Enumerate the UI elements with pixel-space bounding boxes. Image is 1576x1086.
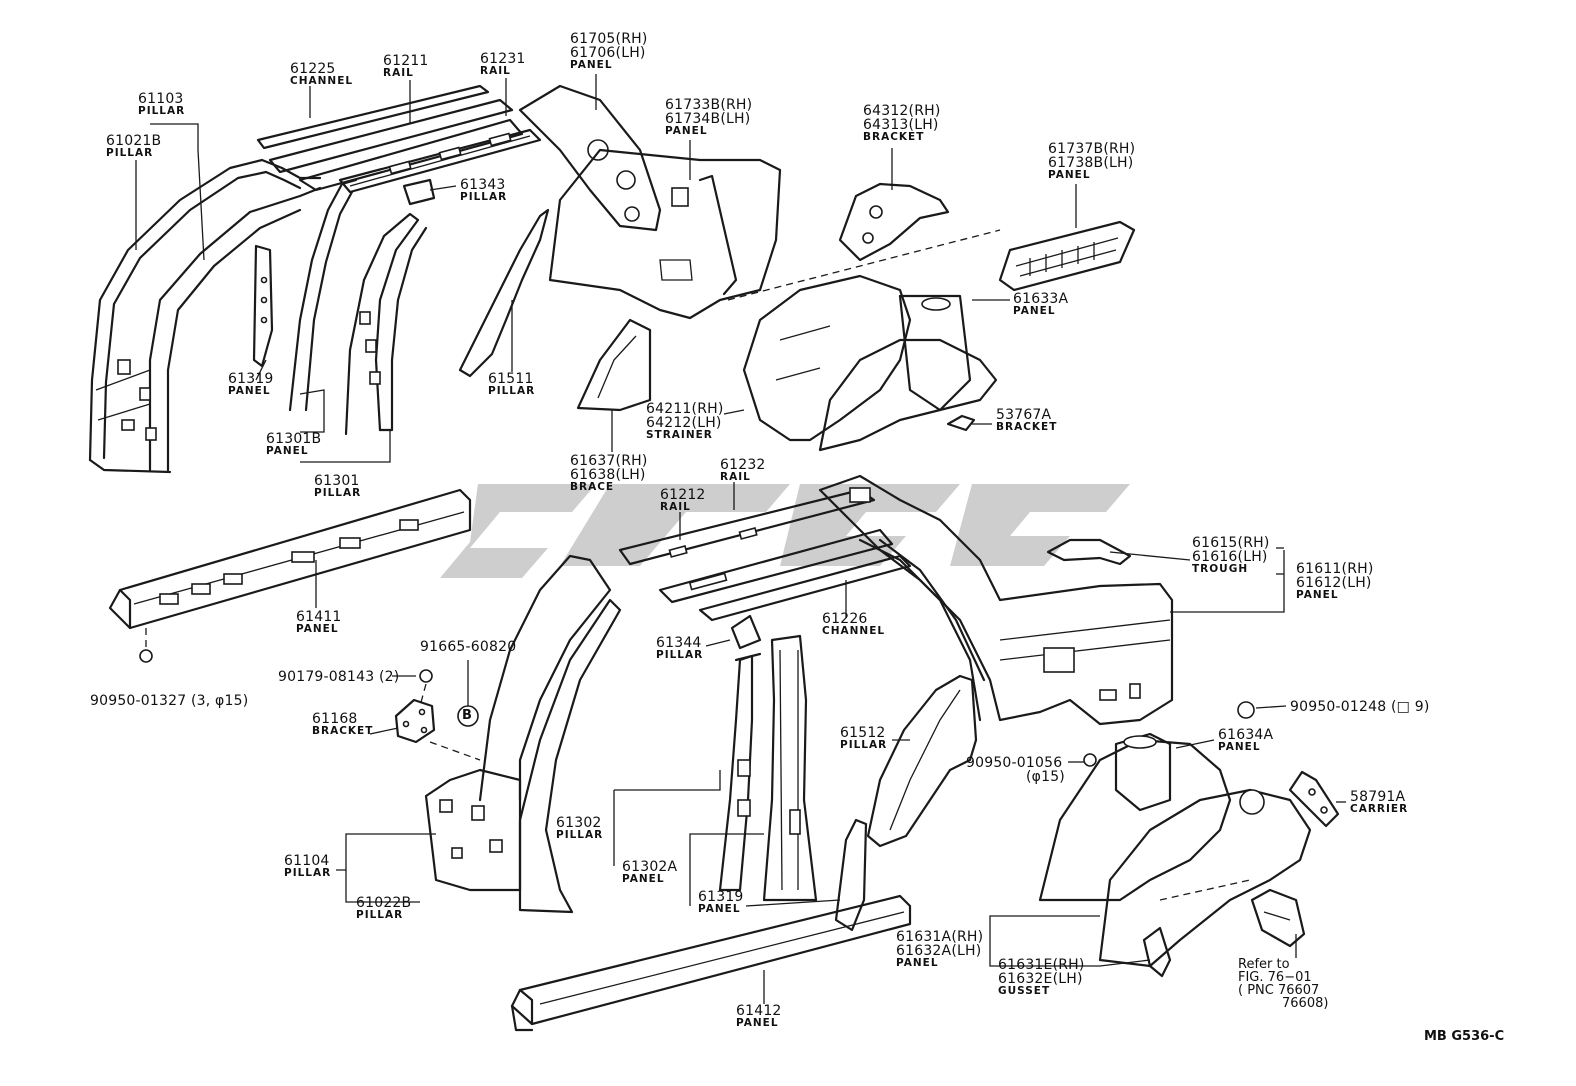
roof-rails-lower bbox=[618, 488, 912, 622]
pillar-61512-shape bbox=[866, 674, 978, 848]
front-pillar-upper bbox=[88, 158, 322, 474]
label-61705-61706: 61705(RH)61706(LH)PANEL bbox=[570, 31, 648, 71]
label-61611-61612: 61611(RH)61612(LH)PANEL bbox=[1296, 561, 1374, 601]
brace-61637-shape bbox=[576, 318, 652, 412]
rocker-panel-61412 bbox=[510, 894, 912, 1032]
label-61733b-61734b: 61733B(RH)61734B(LH)PANEL bbox=[665, 97, 753, 137]
label-61737b-61738b: 61737B(RH)61738B(LH)PANEL bbox=[1048, 141, 1136, 181]
center-pillar-upper bbox=[252, 178, 436, 436]
front-pillar-lower bbox=[424, 554, 622, 914]
gusset-61631e-shape bbox=[1142, 926, 1172, 978]
carrier-58791a-shape bbox=[1288, 770, 1340, 828]
label-90950-01327: 90950-01327 (3, φ15) bbox=[90, 693, 249, 709]
bolt-symbol-label: B bbox=[462, 708, 472, 723]
diagram-code: MB G536-C bbox=[1424, 1029, 1505, 1044]
label-64312-64313: 64312(RH)64313(LH)BRACKET bbox=[863, 103, 941, 143]
quarter-upper bbox=[458, 84, 782, 378]
wheelhouse-lower bbox=[1038, 732, 1312, 968]
label-64211-64212: 64211(RH)64212(LH)STRAINER bbox=[646, 401, 724, 441]
roof-rails-upper bbox=[256, 84, 542, 194]
bracket-61168-shape bbox=[394, 698, 436, 744]
label-61615-61616: 61615(RH)61616(LH)TROUGH bbox=[1192, 535, 1270, 575]
label-61631e-61632e: 61631E(RH)61632E(LH)GUSSET bbox=[998, 957, 1085, 997]
bracket-53767a-shape bbox=[946, 414, 976, 432]
leader-lines bbox=[135, 74, 1346, 1004]
quarter-panel-61611 bbox=[818, 474, 1174, 726]
center-pillar-lower bbox=[718, 614, 818, 902]
label-90950-01056: 90950-01056(φ15) bbox=[966, 755, 1065, 785]
panel-61319-lower-shape bbox=[834, 818, 868, 932]
plug-90950-01056 bbox=[1083, 753, 1097, 767]
clip-90950-01248 bbox=[1237, 701, 1255, 719]
trough-61615-shape bbox=[1046, 538, 1132, 566]
wheelhouse-upper bbox=[742, 274, 998, 452]
label-61631a-61632a: 61631A(RH)61632A(LH)PANEL bbox=[896, 929, 984, 969]
refer-part-shape bbox=[1250, 888, 1306, 948]
label-61637-61638: 61637(RH)61638(LH)BRACE bbox=[570, 453, 648, 493]
panel-61737b-shape bbox=[998, 220, 1136, 292]
label-91665-60820: 91665-60820 bbox=[420, 639, 517, 655]
refer-note: Refer to FIG. 76−01 ( PNC 76607 76608) bbox=[1238, 957, 1329, 1011]
rocker-panel-61411 bbox=[108, 488, 472, 630]
label-90179-08143: 90179-08143 (2) bbox=[278, 669, 400, 685]
label-90950-01248: 90950-01248 (□ 9) bbox=[1290, 699, 1430, 715]
bracket-64312-shape bbox=[838, 182, 950, 262]
